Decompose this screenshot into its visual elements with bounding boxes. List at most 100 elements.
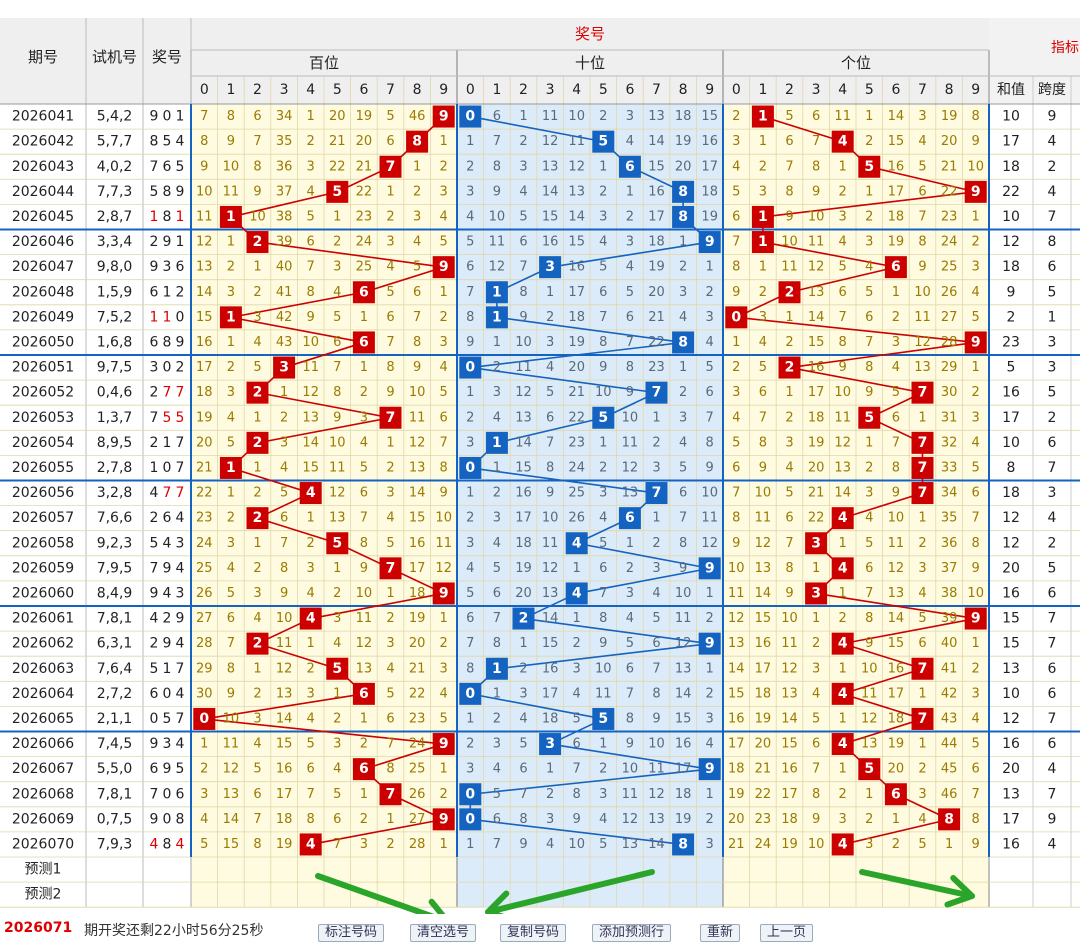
omission-cell: 4	[732, 410, 740, 425]
omission-cell: 23	[648, 360, 665, 375]
omission-cell: 1	[386, 812, 394, 827]
hit-digit: 9	[971, 334, 981, 350]
digit-header-1-0: 0	[466, 82, 475, 98]
issue-cell: 2026065	[12, 711, 74, 727]
omission-cell: 29	[196, 661, 213, 676]
hit-digit: 6	[625, 159, 635, 175]
reset-button[interactable]: 重新	[700, 924, 741, 942]
omission-cell: 18	[515, 536, 532, 551]
digit-header-0-7: 7	[386, 82, 395, 98]
hit-marker	[485, 431, 508, 454]
trend-line	[363, 743, 444, 770]
omission-cell: 12	[302, 385, 319, 400]
omission-cell: 9	[812, 812, 820, 827]
omission-cell: 6	[440, 410, 448, 425]
omission-cell: 3	[865, 235, 873, 250]
omission-cell: 18	[701, 184, 718, 199]
omission-cell: 11	[196, 209, 213, 224]
omission-cell: 1	[519, 636, 527, 651]
omission-cell: 18	[808, 410, 825, 425]
omission-cell: 7	[519, 260, 527, 275]
trend-line	[204, 718, 444, 745]
omission-cell: 4	[546, 360, 554, 375]
omission-cell: 3	[839, 812, 847, 827]
omission-cell: 20	[728, 812, 745, 827]
omission-cell: 7	[333, 837, 341, 852]
omission-cell: 1	[307, 636, 315, 651]
omission-cell: 5	[626, 285, 634, 300]
omission-cell: 2	[599, 184, 607, 199]
omission-cell: 5	[333, 787, 341, 802]
omission-cell: 8	[706, 435, 714, 450]
omission-cell: 26	[941, 285, 958, 300]
trend-line	[257, 517, 338, 545]
copy-numbers-button[interactable]: 复制号码	[500, 924, 567, 942]
prev-page-button[interactable]: 上一页	[760, 924, 814, 942]
omission-cell: 10	[967, 159, 984, 174]
omission-cell: 25	[568, 486, 585, 501]
omission-cell: 1	[839, 661, 847, 676]
trend-line	[842, 617, 976, 645]
omission-cell: 1	[386, 184, 394, 199]
omission-cell: 7	[812, 762, 820, 777]
issue-cell: 2026046	[12, 234, 74, 250]
omission-cell: 25	[409, 762, 426, 777]
sum-cell: 17	[1002, 811, 1020, 827]
hit-digit: 4	[306, 611, 316, 627]
omission-cell: 1	[307, 511, 315, 526]
span-cell: 8	[1048, 234, 1057, 250]
omission-cell: 19	[888, 737, 905, 752]
trial-cell: 2,7,8	[97, 460, 133, 476]
omission-cell: 12	[356, 636, 373, 651]
mark-numbers-button[interactable]: 标注号码	[318, 924, 385, 942]
omission-cell: 1	[839, 586, 847, 601]
omission-cell: 4	[386, 511, 394, 526]
omission-cell: 8	[785, 184, 793, 199]
omission-cell: 5	[386, 686, 394, 701]
omission-cell: 10	[888, 511, 905, 526]
digit-header-1-3: 3	[546, 82, 555, 98]
omission-cell: 15	[409, 511, 426, 526]
omission-cell: 4	[253, 335, 261, 350]
omission-cell: 27	[196, 611, 213, 626]
omission-cell: 12	[435, 561, 452, 576]
hit-marker	[299, 607, 322, 630]
omission-cell: 5	[626, 636, 634, 651]
issue-cell: 2026062	[12, 636, 74, 652]
omission-cell: 21	[568, 385, 585, 400]
omission-cell: 7	[626, 335, 634, 350]
digit-header-2-1: 1	[758, 82, 767, 98]
add-predict-row-button[interactable]: 添加预测行	[592, 924, 672, 942]
omission-cell: 14	[728, 661, 745, 676]
omission-cell: 22	[941, 184, 958, 199]
award-digit: 0	[163, 109, 172, 125]
clear-selection-button[interactable]: 清空选号	[410, 924, 477, 942]
omission-cell: 10	[568, 837, 585, 852]
hit-marker	[432, 582, 455, 605]
omission-cell: 7	[626, 686, 634, 701]
omission-cell: 9	[546, 486, 554, 501]
sum-cell: 15	[1002, 611, 1020, 627]
omission-cell: 2	[839, 184, 847, 199]
award-digit: 4	[163, 585, 172, 601]
span-cell: 2	[1048, 159, 1057, 175]
trend-line	[230, 291, 365, 319]
trend-line	[310, 592, 444, 620]
omission-cell: 6	[865, 310, 873, 325]
award-digit: 9	[163, 761, 172, 777]
omission-cell: 6	[253, 787, 261, 802]
hit-marker	[246, 381, 269, 404]
hit-marker	[299, 833, 322, 856]
omission-cell: 23	[356, 209, 373, 224]
omission-cell: 2	[865, 812, 873, 827]
omission-cell: 5	[839, 260, 847, 275]
digit-header-2-5: 5	[865, 82, 874, 98]
omission-cell: 13	[542, 159, 559, 174]
omission-cell: 11	[648, 762, 665, 777]
digit-header-0-4: 4	[306, 82, 315, 98]
omission-cell: 2	[706, 812, 714, 827]
omission-cell: 3	[200, 787, 208, 802]
omission-cell: 8	[333, 385, 341, 400]
omission-cell: 9	[732, 285, 740, 300]
trend-line	[576, 567, 710, 595]
